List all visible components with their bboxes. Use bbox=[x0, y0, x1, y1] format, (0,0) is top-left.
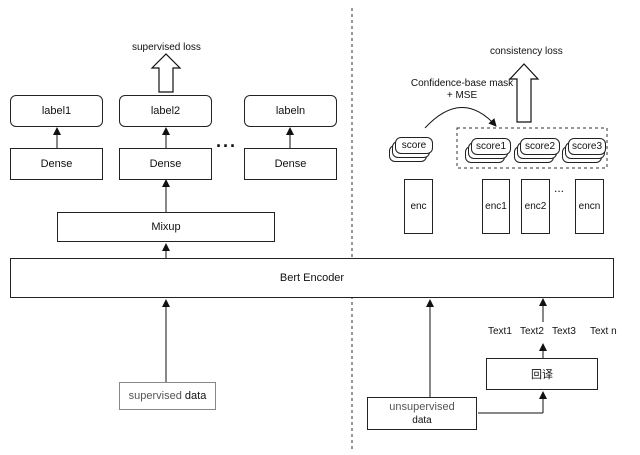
dense2-box: Dense bbox=[119, 148, 212, 180]
score2-box: score2 bbox=[520, 138, 560, 155]
label2-box: label2 bbox=[119, 95, 212, 127]
dense-ellipsis: ··· bbox=[216, 136, 237, 156]
supervised-loss-label: supervised loss bbox=[132, 42, 201, 53]
supervised-loss-arrow bbox=[150, 53, 182, 93]
text3-label: Text3 bbox=[552, 326, 576, 337]
enc2-box: enc2 bbox=[521, 179, 550, 234]
backtranslate-box: 回译 bbox=[486, 358, 598, 390]
labeln-box: labeln bbox=[244, 95, 337, 127]
mask-line1: Confidence-base mask bbox=[410, 78, 514, 89]
bert-encoder-box: Bert Encoder bbox=[10, 258, 614, 298]
mixup-box: Mixup bbox=[57, 212, 275, 242]
text1-label: Text1 bbox=[488, 326, 512, 337]
textn-label: Text n bbox=[590, 326, 617, 337]
score3-box: score3 bbox=[568, 138, 606, 155]
label1-box: label1 bbox=[10, 95, 103, 127]
unsupervised-data-word: data bbox=[412, 414, 432, 426]
supervised-word: supervised bbox=[128, 390, 182, 402]
supervised-data-box: supervised data bbox=[119, 382, 216, 410]
text2-label: Text2 bbox=[520, 326, 544, 337]
unsupervised-data-box: unsupervised data bbox=[367, 397, 477, 430]
score-group-border bbox=[456, 127, 608, 169]
data-word: data bbox=[184, 390, 207, 402]
dense1-box: Dense bbox=[10, 148, 103, 180]
consistency-loss-label: consistency loss bbox=[490, 46, 563, 57]
score1-box: score1 bbox=[471, 138, 511, 155]
consistency-loss-arrow bbox=[508, 63, 540, 123]
unsupervised-word: unsupervised bbox=[389, 400, 455, 413]
mask-label: Confidence-base mask + MSE bbox=[400, 78, 524, 102]
densen-box: Dense bbox=[244, 148, 337, 180]
enc-box: enc bbox=[404, 179, 433, 234]
mask-curve-arrow bbox=[424, 107, 497, 129]
mask-line2: + MSE bbox=[446, 90, 478, 101]
encn-box: encn bbox=[575, 179, 604, 234]
enc1-box: enc1 bbox=[482, 179, 510, 234]
enc-ellipsis: ... bbox=[554, 181, 565, 195]
score-box: score bbox=[395, 137, 433, 154]
